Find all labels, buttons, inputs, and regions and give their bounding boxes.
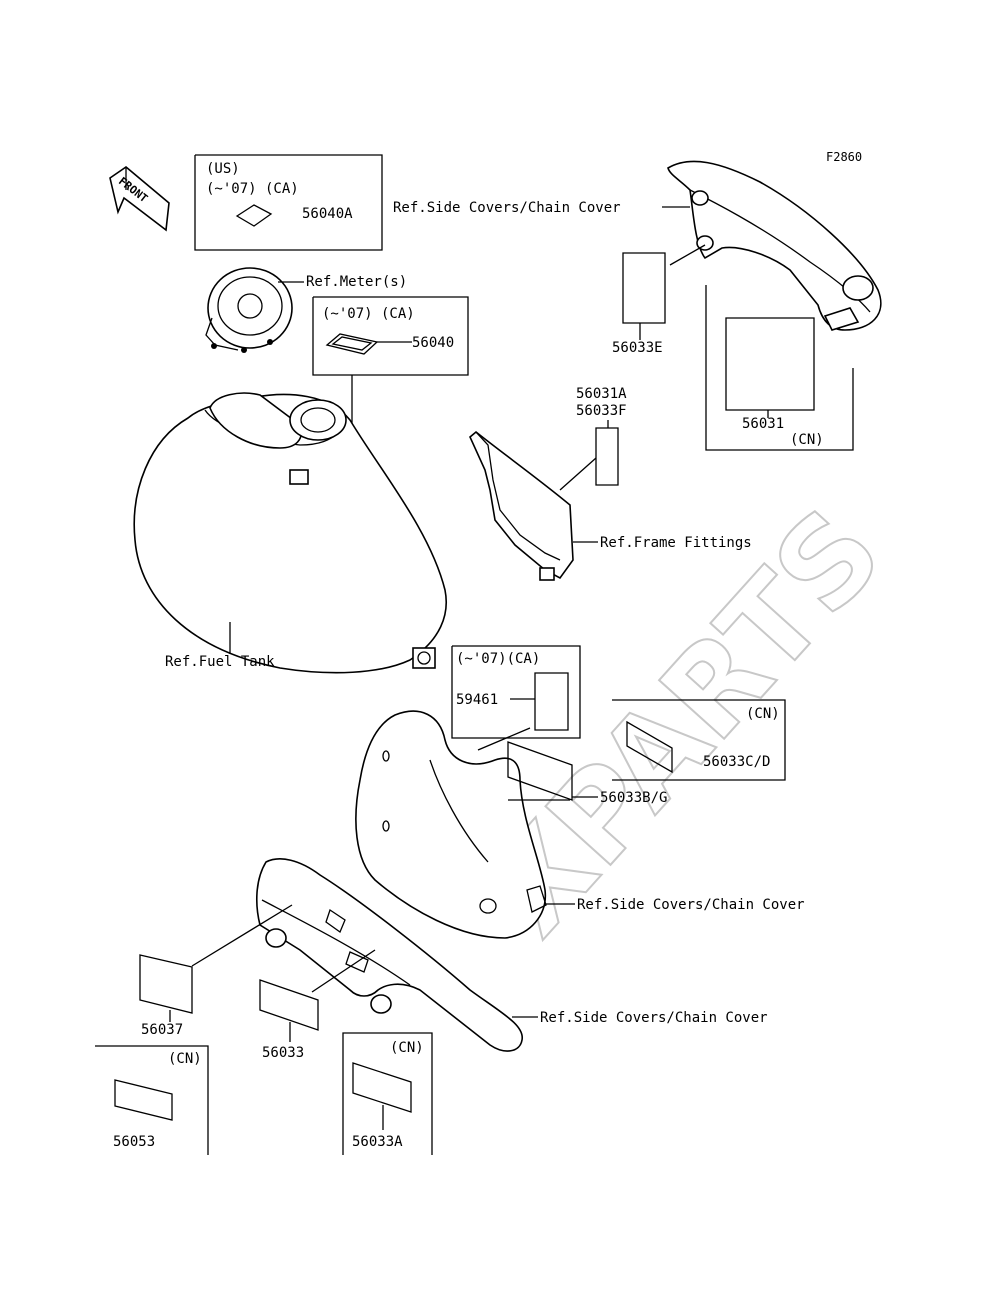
ref-side-covers-mid-label: Ref.Side Covers/Chain Cover: [577, 897, 805, 913]
front-arrow-icon: FRONT: [109, 165, 170, 232]
part-56033a: 56033A: [352, 1134, 403, 1150]
ref-side-covers-top-label: Ref.Side Covers/Chain Cover: [393, 200, 621, 216]
box-cn-56033cd-region: (CN): [746, 706, 780, 722]
figure-code: F2860: [826, 150, 862, 164]
part-56040a: 56040A: [302, 206, 353, 222]
box-ca-label: (~'07) (CA): [206, 181, 299, 197]
part-56033cd: 56033C/D: [703, 754, 770, 770]
box-cn-56053: (CN) 56053: [95, 1045, 209, 1155]
side-cover-icon: [355, 710, 547, 939]
box-cn-56031-region: (CN): [790, 432, 824, 448]
label-56037-icon: [139, 954, 193, 1014]
part-56033e: 56033E: [612, 340, 663, 356]
part-56033: 56033: [262, 1045, 304, 1061]
box-ca-56040: (~'07) (CA) 56040: [312, 296, 469, 376]
box-cn-56033a: (CN) 56033A: [342, 1032, 433, 1155]
meter-icon: [205, 267, 293, 353]
box-ca-59461-header: (~'07)(CA): [456, 651, 540, 667]
ref-meter-label: Ref.Meter(s): [306, 274, 407, 290]
label-56053-icon: [114, 1079, 173, 1121]
box-us-label: (US): [206, 161, 240, 177]
label-56031a-icon: [595, 427, 619, 486]
part-59461: 59461: [456, 692, 498, 708]
box-cn-56053-region: (CN): [168, 1051, 202, 1067]
part-56031a: 56031A: [576, 386, 627, 402]
label-56033a-icon: [352, 1062, 412, 1113]
label-56033e-icon: [622, 252, 666, 324]
box-cn-56031: 56031 (CN): [705, 285, 854, 451]
ref-frame-fittings-label: Ref.Frame Fittings: [600, 535, 752, 551]
part-56040: 56040: [412, 335, 454, 351]
label-59461-icon: [534, 672, 569, 731]
frame-fitting-icon: [469, 430, 574, 581]
label-56031-icon: [725, 317, 815, 411]
box-ca-56040-header: (~'07) (CA): [322, 306, 415, 322]
fuel-tank-icon: [133, 392, 447, 674]
part-56033f: 56033F: [576, 403, 627, 419]
label-56040a-icon: [235, 204, 273, 227]
label-56033cd-icon: [626, 720, 673, 774]
box-cn-56033a-region: (CN): [390, 1040, 424, 1056]
box-ca-59461: (~'07)(CA) 59461: [451, 645, 581, 739]
box-cn-56033cd: (CN) 56033C/D: [612, 699, 786, 781]
ref-side-covers-bottom-label: Ref.Side Covers/Chain Cover: [540, 1010, 768, 1026]
part-56053: 56053: [113, 1134, 155, 1150]
chain-cover-bottom-icon: [256, 858, 523, 1052]
label-56033bg-icon: [507, 741, 573, 801]
label-56033-icon: [259, 979, 319, 1031]
part-56037: 56037: [141, 1022, 183, 1038]
chain-cover-top-icon: [667, 160, 882, 331]
part-56031: 56031: [742, 416, 784, 432]
box-us-ca-56040a: (US) (~'07) (CA) 56040A: [194, 154, 383, 251]
part-56033bg: 56033B/G: [600, 790, 667, 806]
ref-fuel-tank-label: Ref.Fuel Tank: [165, 654, 275, 670]
